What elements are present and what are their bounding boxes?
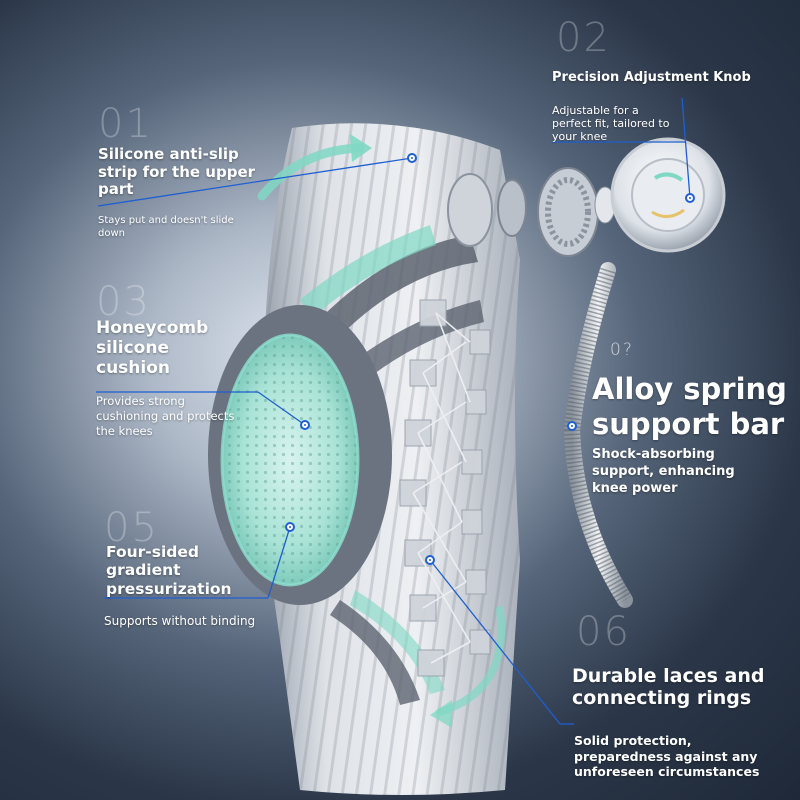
feature-description: Adjustable for a perfect fit, tailored t… xyxy=(552,104,670,144)
callout-lines xyxy=(96,97,691,725)
callout-dot xyxy=(300,420,310,430)
feature-number: 01 xyxy=(98,101,153,147)
lace-panel xyxy=(399,299,491,677)
feature-description: Solid protection, preparedness against a… xyxy=(574,733,760,780)
feature-title: Precision Adjustment Knob xyxy=(552,70,751,85)
adjustment-knob-assembly xyxy=(447,137,726,257)
feature-description: Stays put and doesn't slide down xyxy=(98,215,234,239)
callout-dot xyxy=(685,193,695,203)
feature-title: Alloy spring support bar xyxy=(592,372,787,441)
feature-number: 03 xyxy=(96,279,151,325)
feature-title: Silicone anti-slip strip for the upper p… xyxy=(98,145,256,199)
feature-description: Supports without binding xyxy=(104,614,256,628)
feature-number: 02 xyxy=(556,15,611,61)
callout-dot xyxy=(425,555,435,565)
swoosh-arrow-top xyxy=(257,143,365,201)
feature-description: Provides strong cushioning and protects … xyxy=(96,394,235,438)
feature-number: 05 xyxy=(104,505,159,551)
callout-dot xyxy=(407,153,417,163)
feature-title: Four-sided gradient pressurization xyxy=(106,543,232,598)
feature-title: Durable laces and connecting rings xyxy=(572,665,765,710)
feature-number: 0? xyxy=(610,340,634,360)
feature-title: Honeycomb silicone cushion xyxy=(96,318,209,379)
callout-dot xyxy=(567,421,577,431)
swoosh-arrow-bottom xyxy=(436,606,506,716)
callout-dot xyxy=(285,522,295,532)
feature-description: Shock-absorbing support, enhancing knee … xyxy=(592,447,735,496)
feature-number: 06 xyxy=(576,609,631,655)
